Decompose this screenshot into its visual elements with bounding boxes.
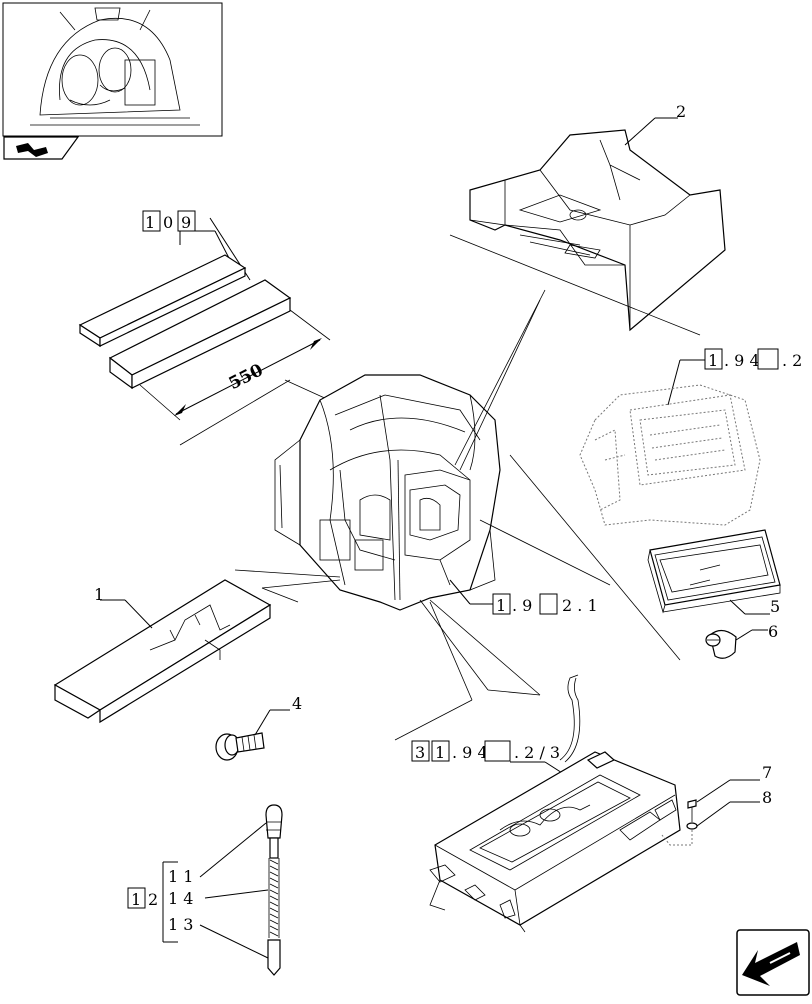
next-page-nav-button[interactable]: [736, 929, 810, 996]
part-seal-strip-upper[interactable]: [78, 254, 247, 348]
ref-12-part-a: 1: [131, 890, 141, 909]
ref-194-part-a: 1: [708, 351, 718, 370]
ref-3194-part-a: 3: [415, 743, 425, 762]
ref-3194-part-d: . 2 / 3: [514, 743, 560, 762]
cab-frame[interactable]: [274, 374, 501, 611]
ref-box-1-92-1[interactable]: 1 . 9 2 . 1: [492, 593, 598, 615]
ref-194-part-b: . 9 4: [724, 351, 760, 370]
callout-13: 1 3: [168, 915, 193, 934]
part-1-duct-cover[interactable]: [53, 579, 272, 724]
thumbnail-arrow-icon: [16, 143, 48, 157]
dimension-550-label: 550: [226, 360, 267, 394]
part-5-filter[interactable]: [647, 529, 781, 614]
part-2-floor-panel[interactable]: [469, 129, 726, 332]
spring-coil: [268, 858, 280, 938]
ref-192-part-a: 1: [496, 596, 506, 615]
part-4-bolt[interactable]: [215, 732, 265, 761]
ref-box-1-94-2[interactable]: 1 . 9 4 . 2: [704, 348, 802, 370]
part-7-screw[interactable]: [687, 799, 697, 822]
heater-unit-dotted: [579, 384, 761, 526]
callout-7: 7: [762, 763, 772, 782]
callout-5: 5: [770, 597, 780, 616]
ref-109-part-a: 1: [145, 213, 155, 232]
ref-192-part-b: . 9: [512, 596, 532, 615]
callout-14: 1 4: [168, 889, 193, 908]
part-6-plug[interactable]: [705, 629, 737, 659]
ref-box-1-2[interactable]: 1 2: [127, 887, 158, 909]
callout-1: 1: [94, 585, 104, 604]
ref-3194-part-b: 1: [435, 743, 445, 762]
ref-194-part-c: . 2: [782, 351, 802, 370]
thumbnail-overview[interactable]: [2, 2, 223, 160]
thumbnail-cab-sketch: [30, 7, 200, 126]
callout-11: 1 1: [168, 867, 193, 886]
arrow-left-down-icon: [742, 942, 800, 986]
ref-109-part-b: 0: [163, 213, 173, 232]
part-spring-assembly[interactable]: [265, 804, 283, 976]
heater-box-unit[interactable]: [429, 674, 681, 933]
ref-3194-part-c: . 9 4: [452, 743, 488, 762]
ref-192-part-c: 2 . 1: [562, 596, 598, 615]
callout-4: 4: [292, 694, 302, 713]
callout-8: 8: [762, 788, 772, 807]
ref-box-1-0-9[interactable]: 1 0 9: [142, 210, 196, 232]
ref-109-part-c: 9: [181, 213, 191, 232]
ref-box-3-1-94-2-3[interactable]: 3 1 . 9 4 . 2 / 3: [411, 740, 560, 762]
part-seal-strip-lower[interactable]: [108, 279, 292, 390]
part-8-washer[interactable]: [686, 822, 698, 830]
callout-2: 2: [676, 102, 686, 121]
callout-6: 6: [768, 622, 778, 641]
ref-12-part-b: 2: [148, 890, 158, 909]
